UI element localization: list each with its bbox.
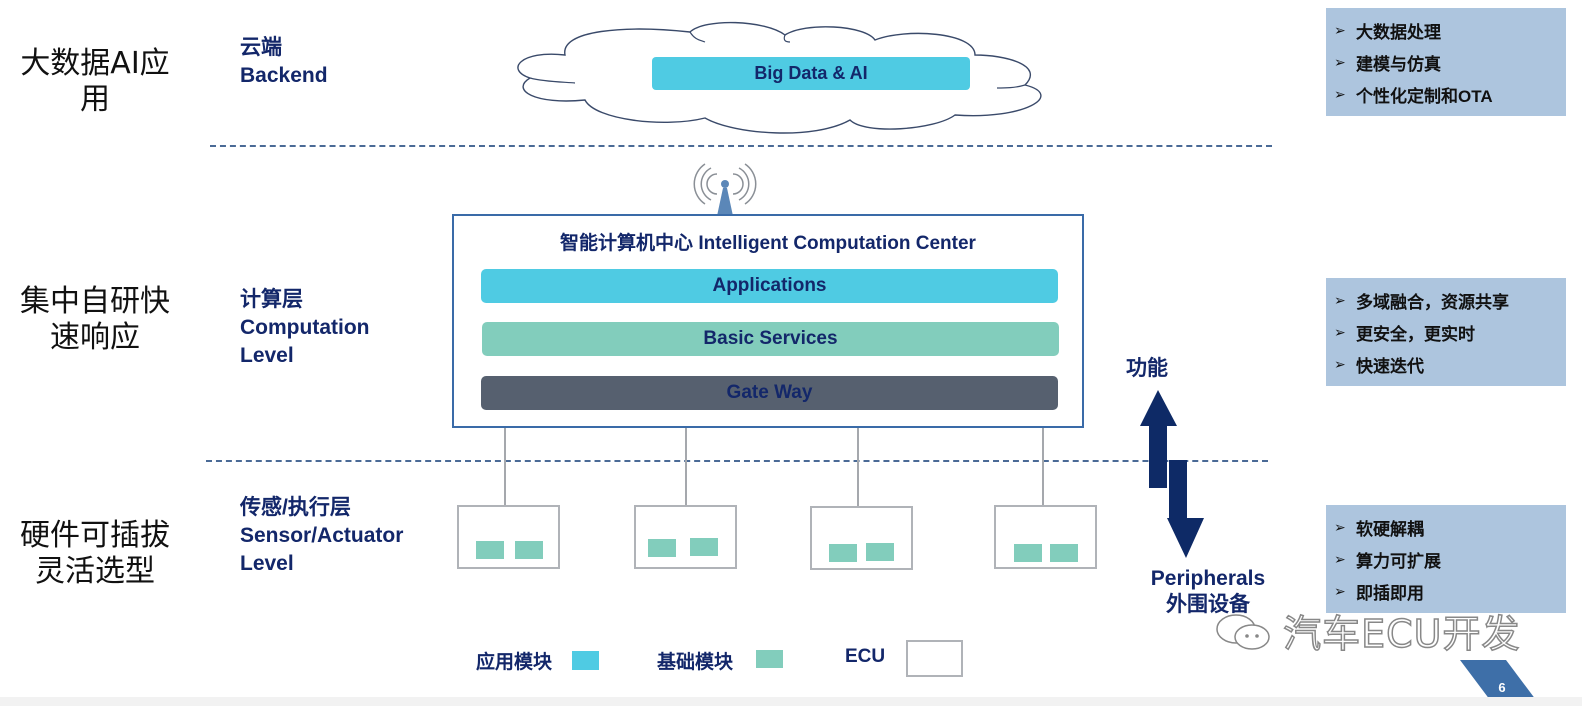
arrow-down-icon [1167,460,1204,558]
bullet-text: 更安全，更实时 [1356,324,1475,344]
bullet-box-computation: ➢ 多域融合，资源共享 ➢ 更安全，更实时 ➢ 快速迭代 [1326,278,1566,386]
bullet-text: 多域融合，资源共享 [1356,292,1509,312]
level-en-1: Sensor/Actuator [240,524,404,547]
bullet-box-backend: ➢ 大数据处理 ➢ 建模与仿真 ➢ 个性化定制和OTA [1326,8,1566,116]
level-en: Backend [240,64,328,87]
legend-base-module-swatch [756,650,783,668]
level-cn: 云端 [240,36,282,59]
intelligent-computation-center: 智能计算机中心 Intelligent Computation Center A… [452,214,1084,428]
bullet-arrow-icon: ➢ [1334,85,1346,102]
base-module [476,541,504,559]
level-en-1: Computation [240,316,370,339]
bullet-arrow-icon: ➢ [1334,291,1346,308]
icc-title: 智能计算机中心 Intelligent Computation Center [560,233,976,254]
bullet-text: 个性化定制和OTA [1356,86,1493,106]
function-label: 功能 [1126,357,1168,380]
label-line-1: 硬件可插拔 [20,518,170,553]
ecu-box [457,505,560,569]
bullet-item: ➢ 即插即用 [1334,575,1566,607]
connector-line [685,428,687,506]
bullet-arrow-icon: ➢ [1334,550,1346,567]
level-label-computation: 计算层 Computation Level [240,286,369,370]
ecu-box [634,505,737,569]
ecu-box [994,505,1097,569]
bullet-item: ➢ 建模与仿真 [1334,46,1566,78]
base-module [829,544,857,562]
antenna-icon [693,163,757,216]
bullet-text: 即插即用 [1356,583,1424,603]
ecu-box [810,506,913,570]
label-big-data-ai-application: 大数据AI应 用 [0,46,190,118]
bullet-item: ➢ 快速迭代 [1334,348,1566,380]
bullet-item: ➢ 更安全，更实时 [1334,316,1566,348]
bullet-arrow-icon: ➢ [1334,518,1346,535]
layer-applications: Applications [481,269,1058,303]
base-module [1050,544,1078,562]
bullet-arrow-icon: ➢ [1334,355,1346,372]
bullet-item: ➢ 个性化定制和OTA [1334,78,1566,110]
base-module [648,539,676,557]
layer-gateway: Gate Way [481,376,1058,410]
bullet-text: 软硬解耦 [1356,519,1424,539]
page-number-tab [1460,660,1536,700]
base-module [690,538,718,556]
bottom-strip [0,697,1582,706]
level-cn: 传感/执行层 [240,496,351,519]
bullet-arrow-icon: ➢ [1334,53,1346,70]
base-module [866,543,894,561]
peripherals-label: Peripherals 外围设备 [1138,566,1278,618]
label-pluggable-hardware: 硬件可插拔 灵活选型 [0,518,190,590]
watermark: 汽车ECU开发 [1214,603,1520,658]
level-cn: 计算层 [240,288,303,311]
page-number: 6 [1498,680,1506,695]
bullet-arrow-icon: ➢ [1334,21,1346,38]
bullet-box-sensor: ➢ 软硬解耦 ➢ 算力可扩展 ➢ 即插即用 [1326,505,1566,613]
peripherals-en: Peripherals [1150,567,1266,590]
bullet-text: 快速迭代 [1356,356,1424,376]
label-line-2: 用 [80,82,110,117]
legend-app-module-swatch [572,651,599,670]
peripherals-cn: 外围设备 [1166,593,1250,616]
bidirectional-arrows [1140,390,1204,558]
label-line-2: 速响应 [50,320,140,355]
level-label-backend: 云端 Backend [240,34,328,90]
bullet-item: ➢ 软硬解耦 [1334,511,1566,543]
bullet-item: ➢ 大数据处理 [1334,14,1566,46]
connector-line [504,428,506,506]
label-centralized-fast-response: 集中自研快 速响应 [0,284,190,356]
wechat-icon [1214,613,1270,657]
layer-basic-services: Basic Services [482,322,1059,356]
legend-ecu-label: ECU [845,646,886,667]
base-module [515,541,543,559]
bullet-text: 大数据处理 [1356,22,1441,42]
separator-backend-computation [210,145,1272,147]
level-en-2: Level [240,344,294,367]
connector-line [857,428,859,507]
big-data-ai-block: Big Data & AI [652,57,970,90]
legend-app-module-label: 应用模块 [476,652,553,673]
label-line-1: 集中自研快 [20,284,170,319]
bullet-text: 建模与仿真 [1356,54,1441,74]
bullet-arrow-icon: ➢ [1334,323,1346,340]
level-en-2: Level [240,552,294,575]
bullet-item: ➢ 算力可扩展 [1334,543,1566,575]
label-line-2: 灵活选型 [35,554,155,589]
bullet-text: 算力可扩展 [1356,551,1441,571]
bullet-arrow-icon: ➢ [1334,582,1346,599]
bullet-item: ➢ 多域融合，资源共享 [1334,284,1566,316]
watermark-text: 汽车ECU开发 [1282,611,1521,657]
label-line-1: 大数据AI应 [20,46,170,81]
legend-base-module-label: 基础模块 [657,652,734,673]
connector-line [1042,428,1044,506]
base-module [1014,544,1042,562]
arrow-up-icon [1140,390,1177,488]
separator-computation-sensor [206,460,1268,462]
level-label-sensor-actuator: 传感/执行层 Sensor/Actuator Level [240,494,403,578]
legend-ecu-swatch [906,640,963,677]
